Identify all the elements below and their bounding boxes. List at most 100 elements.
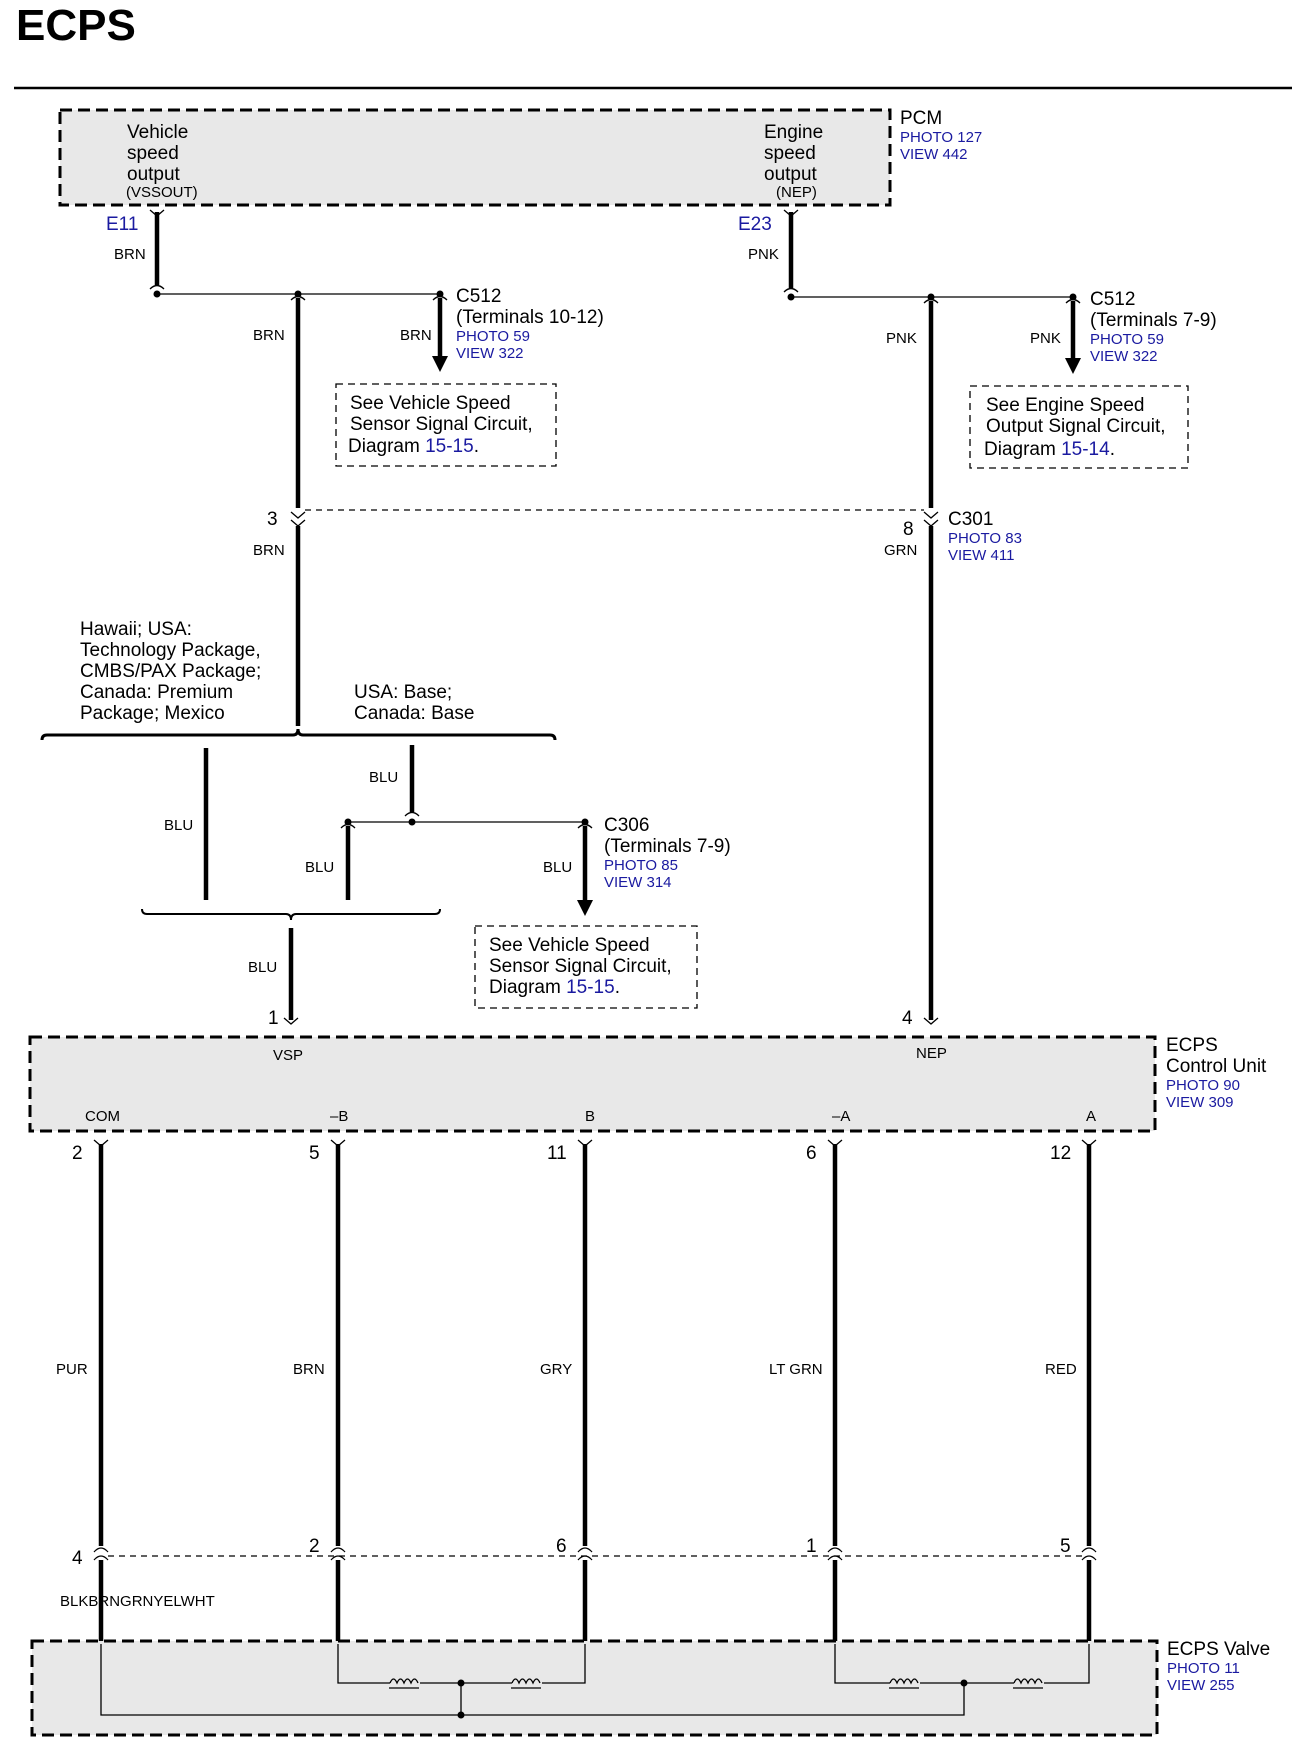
wire-color-pur: PUR <box>56 1361 88 1378</box>
svg-text:Diagram 15-15.: Diagram 15-15. <box>489 977 620 998</box>
svg-text:Sensor Signal Circuit,: Sensor Signal Circuit, <box>350 414 533 435</box>
c306-diagram-link[interactable]: 15-15 <box>566 977 615 998</box>
svg-text:Vehicle: Vehicle <box>127 122 188 143</box>
c512-right-photo-link[interactable]: PHOTO 59 <box>1090 331 1164 348</box>
splice-blu-top <box>404 811 420 817</box>
valve-box <box>30 1639 1159 1737</box>
svg-text:Hawaii; USA:: Hawaii; USA: <box>80 619 192 640</box>
c306-reference-text: See Vehicle Speed Sensor Signal Circuit,… <box>489 935 672 998</box>
c512-right-view-link[interactable]: VIEW 322 <box>1090 348 1158 365</box>
wire-color-brn-3: BRN <box>400 327 432 344</box>
wire-color-brn-4: BRN <box>253 542 285 559</box>
option-bracket-top <box>40 728 557 741</box>
c301-pin-3-top <box>290 511 306 519</box>
svg-text:(Terminals 7-9): (Terminals 7-9) <box>1090 310 1217 331</box>
svg-text:See Vehicle Speed: See Vehicle Speed <box>489 935 650 956</box>
splice-dot-e23 <box>787 293 795 301</box>
blu-c306-tap <box>577 823 593 829</box>
svg-text:Engine: Engine <box>764 122 823 143</box>
ecu-pin-com-label: COM <box>85 1108 120 1125</box>
ecu-pin-11-number: 11 <box>547 1143 567 1164</box>
c301-pin-8: 8 <box>903 519 914 540</box>
blu-left-tap <box>340 823 356 829</box>
pnk-main-tap <box>923 298 939 304</box>
svg-text:ECPS Valve: ECPS Valve <box>1167 1639 1270 1660</box>
ecu-pin-vsp-label: VSP <box>273 1047 303 1064</box>
svg-text:(VSSOUT): (VSSOUT) <box>126 184 198 201</box>
option-right-label: USA: Base; Canada: Base <box>354 682 474 724</box>
c512-left-view-link[interactable]: VIEW 322 <box>456 345 524 362</box>
svg-text:Package; Mexico: Package; Mexico <box>80 703 225 724</box>
c512-left-photo-link[interactable]: PHOTO 59 <box>456 328 530 345</box>
c306-view-link[interactable]: VIEW 314 <box>604 874 672 891</box>
valve-view-link[interactable]: VIEW 255 <box>1167 1677 1235 1694</box>
svg-text:Canada: Base: Canada: Base <box>354 703 474 724</box>
valve-connector-pins <box>93 1547 1097 1561</box>
c306-reference-box <box>474 925 698 1009</box>
svg-text:(Terminals 7-9): (Terminals 7-9) <box>604 836 731 857</box>
pnk-c512-tap <box>1065 298 1081 304</box>
svg-text:C306: C306 <box>604 815 649 836</box>
svg-text:(Terminals 10-12): (Terminals 10-12) <box>456 307 604 328</box>
c301-pin-8-top <box>923 511 939 519</box>
splice-dot-e11 <box>153 290 161 298</box>
c301-label: C301 PHOTO 83 VIEW 411 <box>948 509 1022 564</box>
c301-pin-3: 3 <box>267 509 278 530</box>
svg-text:USA: Base;: USA: Base; <box>354 682 452 703</box>
splice-dot-blu-c306 <box>581 818 589 826</box>
wire-color-pnk-3: PNK <box>1030 330 1061 347</box>
c512-right-reference-text: See Engine Speed Output Signal Circuit, … <box>984 395 1166 460</box>
svg-text:speed: speed <box>127 143 179 164</box>
svg-text:output: output <box>127 164 181 185</box>
svg-text:Diagram 15-15.: Diagram 15-15. <box>348 436 479 457</box>
c306-photo-link[interactable]: PHOTO 85 <box>604 857 678 874</box>
ecu-photo-link[interactable]: PHOTO 90 <box>1166 1077 1240 1094</box>
ecu-pin-12-number: 12 <box>1050 1143 1071 1164</box>
valve-connector-colors: BLKBRNGRNYELWHT <box>60 1593 215 1610</box>
option-bracket-bottom <box>141 908 441 921</box>
valve-pin-6: 6 <box>556 1536 567 1557</box>
c306-arrow <box>577 900 593 916</box>
c512-left-diagram-link[interactable]: 15-15 <box>425 436 474 457</box>
ecu-view-link[interactable]: VIEW 309 <box>1166 1094 1234 1111</box>
lower-pin-arrows <box>93 1139 1097 1147</box>
svg-text:Diagram 15-14.: Diagram 15-14. <box>984 439 1115 460</box>
svg-text:Control Unit: Control Unit <box>1166 1056 1267 1077</box>
c306-label: C306 (Terminals 7-9) PHOTO 85 VIEW 314 <box>604 815 731 891</box>
pcm-right-pin-label: Engine speed output (NEP) <box>764 122 823 201</box>
ecu-pin-minus-b-label: –B <box>330 1108 348 1125</box>
c512-right-arrow <box>1065 358 1081 374</box>
valve-pin-1: 1 <box>806 1536 817 1557</box>
c301-pin-8-bottom <box>923 519 939 527</box>
svg-text:(NEP): (NEP) <box>776 184 817 201</box>
c512-left-reference-text: See Vehicle Speed Sensor Signal Circuit,… <box>348 393 533 457</box>
c512-left-reference-box <box>335 383 557 467</box>
svg-text:Canada: Premium: Canada: Premium <box>80 682 233 703</box>
pcm-e23-pin <box>783 209 799 217</box>
brn-main-tap <box>290 295 306 301</box>
ecu-pin-b-label: B <box>585 1108 595 1125</box>
ecu-pin-5-number: 5 <box>309 1143 320 1164</box>
wire-color-lt-grn: LT GRN <box>769 1361 823 1378</box>
c301-view-link[interactable]: VIEW 411 <box>948 547 1014 564</box>
svg-text:PCM: PCM <box>900 108 942 129</box>
valve-pin-2: 2 <box>309 1536 320 1557</box>
pcm-view-link[interactable]: VIEW 442 <box>900 146 968 163</box>
splice-dot-brn-c512 <box>436 290 444 298</box>
pcm-photo-link[interactable]: PHOTO 127 <box>900 129 982 146</box>
wire-color-grn: GRN <box>884 542 917 559</box>
ecu-pin-1-number: 1 <box>268 1008 279 1029</box>
wire-color-gry: GRY <box>540 1361 572 1378</box>
c301-photo-link[interactable]: PHOTO 83 <box>948 530 1022 547</box>
splice-dot-blu-center <box>408 818 416 826</box>
svg-text:speed: speed <box>764 143 816 164</box>
ecu-pin-nep-label: NEP <box>916 1045 947 1062</box>
pcm-e11-pin <box>149 209 165 217</box>
splice-dot-pnk-c512 <box>1069 293 1077 301</box>
pcm-box <box>58 108 892 207</box>
valve-photo-link[interactable]: PHOTO 11 <box>1167 1660 1240 1677</box>
c512-right-diagram-link[interactable]: 15-14 <box>1061 439 1110 460</box>
wire-color-red: RED <box>1045 1361 1077 1378</box>
wire-color-blu-3: BLU <box>305 859 334 876</box>
wire-color-pnk-2: PNK <box>886 330 917 347</box>
